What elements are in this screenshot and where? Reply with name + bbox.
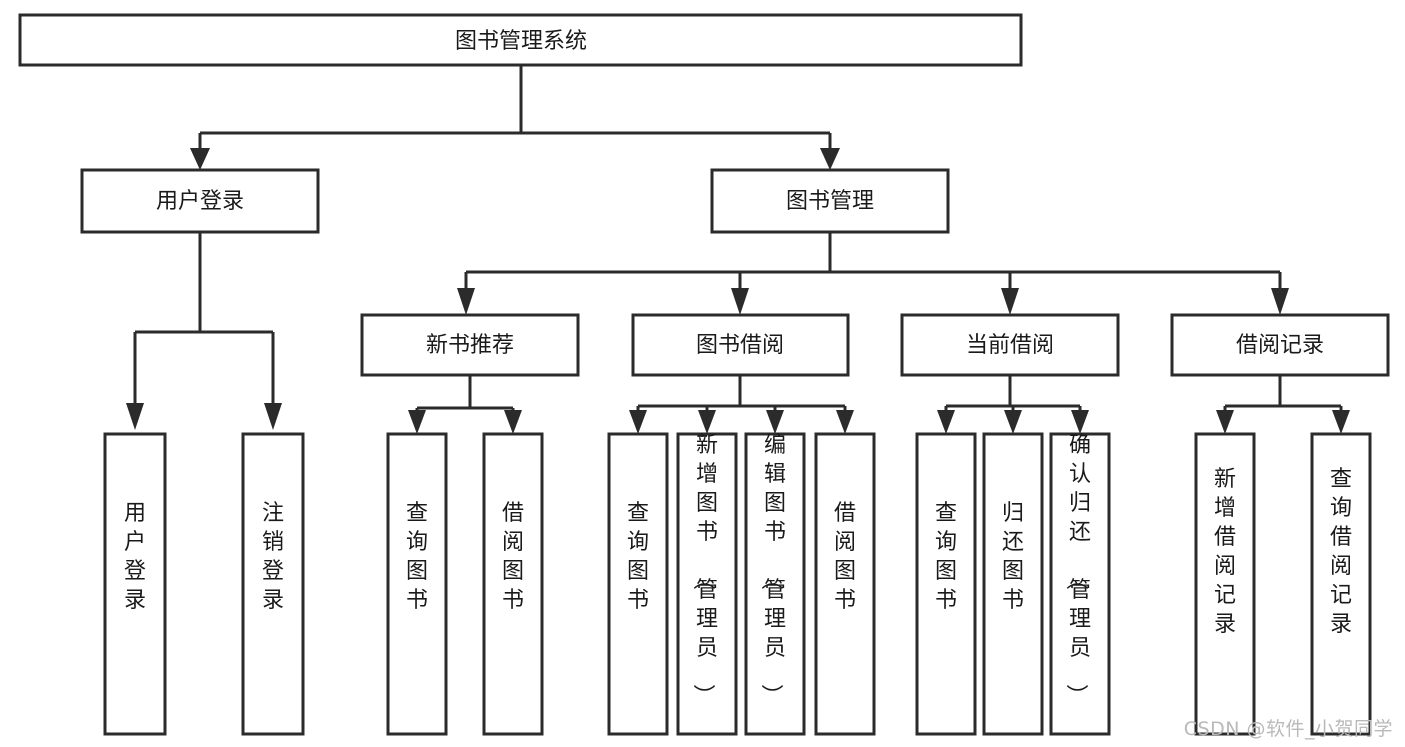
leaf-box-add-borrow-record[interactable] bbox=[1194, 432, 1256, 736]
leaf-box-add-book-admin[interactable] bbox=[676, 432, 738, 736]
arrowhead-book-borrow bbox=[731, 288, 749, 315]
arrowhead-newbook-leaf-2 bbox=[504, 410, 522, 434]
leaf-node[interactable]: 新增图书（管理员） bbox=[676, 432, 738, 736]
leaf-label-user-login: 用户登录 bbox=[124, 501, 146, 613]
node-user-login[interactable]: 用户登录 bbox=[80, 168, 320, 234]
leaf-label-query-book-current: 查询图书 bbox=[935, 501, 957, 613]
arrowhead-record-leaf-1 bbox=[1216, 410, 1234, 434]
node-new-book-recommend-label: 新书推荐 bbox=[426, 333, 514, 358]
node-user-login-label: 用户登录 bbox=[156, 189, 244, 214]
leaf-node[interactable]: 归还图书 bbox=[982, 432, 1044, 736]
leaf-node[interactable]: 新增借阅记录 bbox=[1194, 432, 1256, 736]
arrowhead-borrow-leaf-3 bbox=[766, 410, 784, 434]
arrowhead-current-leaf-2 bbox=[1004, 410, 1022, 434]
node-book-borrow[interactable]: 图书借阅 bbox=[631, 313, 850, 377]
node-root-label: 图书管理系统 bbox=[455, 29, 587, 54]
node-borrow-record-label: 借阅记录 bbox=[1236, 333, 1324, 358]
leaf-label-query-borrow-record: 查询借阅记录 bbox=[1330, 467, 1352, 637]
leaf-label-query-book-borrow: 查询图书 bbox=[627, 501, 649, 613]
arrowhead-record-leaf-2 bbox=[1332, 410, 1350, 434]
node-current-borrow-label: 当前借阅 bbox=[966, 333, 1054, 358]
leaf-box-logout[interactable] bbox=[241, 432, 305, 736]
leaf-node[interactable]: 借阅图书 bbox=[482, 432, 544, 736]
leaf-label-borrow-book-borrow: 借阅图书 bbox=[834, 501, 856, 613]
node-book-borrow-label: 图书借阅 bbox=[696, 333, 784, 358]
leaf-node[interactable]: 查询图书 bbox=[915, 432, 977, 736]
arrowhead-leaf-user-login bbox=[126, 403, 144, 430]
leaf-node[interactable]: 查询图书 bbox=[386, 432, 448, 736]
leaf-label-borrow-book-newrec: 借阅图书 bbox=[502, 501, 524, 613]
leaf-node[interactable]: 查询图书 bbox=[607, 432, 669, 736]
node-book-borrow-box[interactable] bbox=[631, 313, 850, 377]
node-user-login-box[interactable] bbox=[80, 168, 320, 234]
leaf-node[interactable]: 借阅图书 bbox=[814, 432, 876, 736]
leaf-label-add-book-admin: 新增图书（管理员） bbox=[690, 433, 718, 706]
leaf-label-logout: 注销登录 bbox=[262, 501, 284, 613]
node-borrow-record-box[interactable] bbox=[1170, 313, 1390, 377]
node-new-book-recommend[interactable]: 新书推荐 bbox=[360, 313, 580, 377]
arrowhead-borrow-leaf-2 bbox=[698, 410, 716, 434]
arrowhead-borrow-leaf-1 bbox=[629, 410, 647, 434]
watermark-text: CSDN @软件_小贺同学 bbox=[1183, 718, 1393, 740]
edge-layer bbox=[126, 65, 1350, 434]
node-book-management[interactable]: 图书管理 bbox=[710, 168, 950, 234]
arrowhead-borrow-record bbox=[1271, 288, 1289, 315]
node-root[interactable]: 图书管理系统 bbox=[18, 13, 1023, 67]
node-current-borrow-box[interactable] bbox=[900, 313, 1120, 377]
leaf-label-edit-book-admin: 编辑图书（管理员） bbox=[758, 433, 786, 706]
node-current-borrow[interactable]: 当前借阅 bbox=[900, 313, 1120, 377]
leaf-box-query-book-newrec[interactable] bbox=[386, 432, 448, 736]
arrowhead-current-borrow bbox=[1001, 288, 1019, 315]
leaf-box-return-book[interactable] bbox=[982, 432, 1044, 736]
leaf-box-borrow-book-borrow[interactable] bbox=[814, 432, 876, 736]
arrowhead-user-login bbox=[190, 148, 210, 170]
arrowhead-new-book-rec bbox=[457, 288, 475, 315]
leaf-box-borrow-book-newrec[interactable] bbox=[482, 432, 544, 736]
leaf-node[interactable]: 注销登录 bbox=[241, 432, 305, 736]
leaf-node[interactable]: 查询借阅记录 bbox=[1310, 432, 1372, 736]
leaf-label-return-book: 归还图书 bbox=[1002, 501, 1024, 613]
node-book-management-box[interactable] bbox=[710, 168, 950, 234]
arrowhead-current-leaf-1 bbox=[937, 410, 955, 434]
leaf-node[interactable]: 确认归还（管理员） bbox=[1049, 432, 1111, 736]
leaf-box-confirm-return-admin[interactable] bbox=[1049, 432, 1111, 736]
arrowhead-current-leaf-3 bbox=[1071, 410, 1089, 434]
leaf-label-query-book-newrec: 查询图书 bbox=[406, 501, 428, 613]
node-book-management-label: 图书管理 bbox=[786, 189, 874, 214]
arrowhead-leaf-logout bbox=[264, 403, 282, 430]
leaf-box-edit-book-admin[interactable] bbox=[744, 432, 806, 736]
leaf-label-confirm-return-admin: 确认归还（管理员） bbox=[1063, 433, 1091, 706]
arrowhead-borrow-leaf-4 bbox=[836, 410, 854, 434]
leaf-label-add-borrow-record: 新增借阅记录 bbox=[1214, 467, 1236, 637]
node-root-box[interactable] bbox=[18, 13, 1023, 67]
arrowhead-newbook-leaf-1 bbox=[408, 410, 426, 434]
node-new-book-recommend-box[interactable] bbox=[360, 313, 580, 377]
leaf-node[interactable]: 用户登录 bbox=[103, 432, 167, 736]
leaf-node[interactable]: 编辑图书（管理员） bbox=[744, 432, 806, 736]
node-borrow-record[interactable]: 借阅记录 bbox=[1170, 313, 1390, 377]
leaf-box-query-book-borrow[interactable] bbox=[607, 432, 669, 736]
leaf-box-query-borrow-record[interactable] bbox=[1310, 432, 1372, 736]
arrowhead-book-mgmt bbox=[820, 148, 840, 170]
leaf-box-user-login[interactable] bbox=[103, 432, 167, 736]
leaf-box-query-book-current[interactable] bbox=[915, 432, 977, 736]
